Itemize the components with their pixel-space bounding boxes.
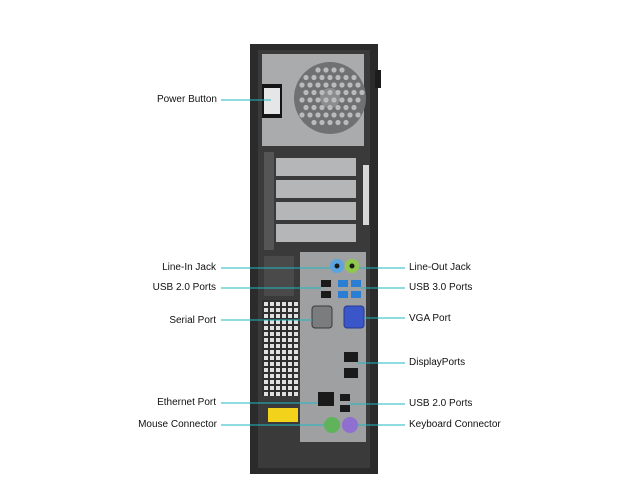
mouse-connector <box>324 417 340 433</box>
expansion-slot-1 <box>276 158 356 176</box>
label-power-button: Power Button <box>156 94 217 105</box>
vga-port <box>343 305 365 329</box>
line-out-jack-hole <box>349 263 355 269</box>
displayport-2 <box>344 368 358 378</box>
expansion-slot-3 <box>276 202 356 220</box>
slot-bracket <box>264 152 274 250</box>
usb2-port-upper-1 <box>321 280 331 287</box>
psu-fan-hub <box>320 88 340 108</box>
keyboard-connector <box>342 417 358 433</box>
chassis-side-rail <box>363 165 369 225</box>
label-usb2-ports-right: USB 2.0 Ports <box>409 398 473 409</box>
label-ethernet-port: Ethernet Port <box>157 397 216 408</box>
label-line-out-jack: Line-Out Jack <box>409 262 471 273</box>
usb2-port-lower-2 <box>340 405 350 412</box>
usb2-port-upper-2 <box>321 291 331 298</box>
displayport-1 <box>344 352 358 362</box>
vent-grid-holes <box>264 302 298 396</box>
label-usb2-ports-left: USB 2.0 Ports <box>152 282 216 293</box>
line-in-jack-hole <box>334 263 340 269</box>
serial-port <box>311 305 333 329</box>
ethernet-port <box>318 392 334 406</box>
usb3-port-3 <box>351 280 361 287</box>
label-mouse-connector: Mouse Connector <box>138 419 217 430</box>
usb2-port-lower-1 <box>340 394 350 401</box>
usb3-port-4 <box>351 291 361 298</box>
io-bracket-left <box>264 256 294 296</box>
label-keyboard-connector: Keyboard Connector <box>409 419 501 430</box>
yellow-warning-sticker <box>268 408 298 422</box>
expansion-slot-4 <box>276 224 356 242</box>
label-displayports: DisplayPorts <box>409 357 466 368</box>
leader-lines <box>221 99 405 426</box>
expansion-slot-2 <box>276 180 356 198</box>
chassis-side-tab <box>375 70 381 88</box>
power-label-sticker <box>264 88 280 114</box>
label-serial-port: Serial Port <box>169 315 216 326</box>
label-vga-port: VGA Port <box>409 313 451 324</box>
usb3-port-1 <box>338 280 348 287</box>
label-line-in-jack: Line-In Jack <box>162 262 216 273</box>
label-usb3-ports: USB 3.0 Ports <box>409 282 473 293</box>
psu-fan-grille-holes <box>299 67 365 126</box>
usb3-port-2 <box>338 291 348 298</box>
